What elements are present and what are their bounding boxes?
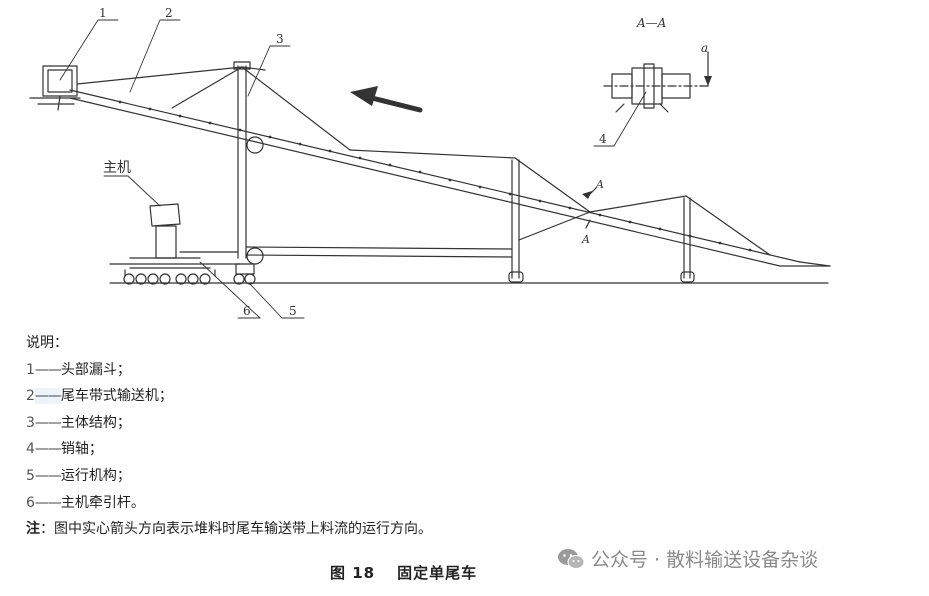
legend-item: 5——运行机构； xyxy=(26,467,131,484)
legend-item: 3——主体结构； xyxy=(26,414,131,431)
callout-6: 6 xyxy=(243,304,251,318)
host-label: 主机 xyxy=(103,160,131,176)
callout-2: 2 xyxy=(165,6,173,20)
section-mark-bottom: A xyxy=(581,233,590,246)
head-hopper xyxy=(29,65,81,111)
legend-item: 4——销轴； xyxy=(26,441,103,458)
legend-heading: 说明： xyxy=(26,335,68,351)
section-title: A—A xyxy=(636,16,667,30)
conveyor-beam xyxy=(69,89,831,267)
section-detail-a-a xyxy=(603,51,712,113)
legend-item: 1——头部漏斗； xyxy=(26,361,131,378)
callout-leaders xyxy=(59,19,647,319)
dim-label: a xyxy=(701,41,708,55)
figure-title: 固定单尾车 xyxy=(397,564,478,582)
legend: 说明： 1——头部漏斗； 2——尾车带式输送机； 3——主体结构； 4——销轴；… xyxy=(26,330,432,543)
idler-rollers xyxy=(118,100,752,252)
callout-3: 3 xyxy=(276,32,284,46)
tripper-car-drawing: 1 2 3 4 5 6 主机 A—A a A A xyxy=(29,6,831,319)
main-machine xyxy=(124,203,216,277)
legend-item: 2——尾车带式输送机； xyxy=(26,388,173,405)
flow-direction-arrow xyxy=(350,86,423,113)
figure-number: 图 18 xyxy=(330,564,376,582)
callout-4: 4 xyxy=(599,132,607,146)
section-marks xyxy=(582,187,597,229)
section-mark-top: A xyxy=(595,178,604,191)
legend-item: 6——主机牵引杆。 xyxy=(26,494,145,511)
truss-structure xyxy=(76,61,771,279)
watermark-text: 公众号 · 散料输送设备杂谈 xyxy=(591,549,819,571)
callout-1: 1 xyxy=(99,6,107,20)
watermark: 公众号 · 散料输送设备杂谈 xyxy=(557,545,818,572)
wechat-icon xyxy=(558,548,585,569)
legend-note: 注：图中实心箭头方向表示堆料时尾车输送带上料流的运行方向。 xyxy=(26,521,432,538)
figure-caption: 图 18 固定单尾车 xyxy=(330,562,477,583)
travel-wheels xyxy=(123,263,695,285)
callout-5: 5 xyxy=(289,304,297,318)
